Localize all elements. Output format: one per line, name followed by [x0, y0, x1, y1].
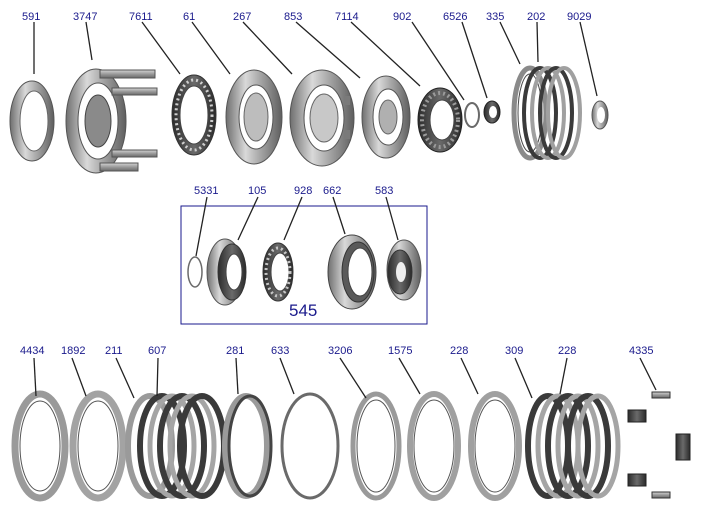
label-211: 211 — [105, 345, 123, 357]
part-9029 — [591, 100, 609, 130]
label-902: 902 — [393, 11, 411, 23]
label-7114: 7114 — [335, 11, 359, 23]
label-9029: 9029 — [567, 11, 591, 23]
part-7114 — [417, 87, 463, 153]
label-6526: 6526 — [443, 11, 467, 23]
label-4434: 4434 — [20, 345, 44, 357]
part-902 — [464, 102, 480, 128]
part-6526 — [483, 100, 501, 124]
part-1575 — [407, 391, 461, 501]
label-591: 591 — [22, 11, 40, 23]
label-3747: 3747 — [73, 11, 97, 23]
label-583: 583 — [375, 185, 393, 197]
part-4335 — [627, 391, 691, 499]
part-928 — [262, 242, 294, 302]
part-281 — [222, 393, 273, 499]
label-1892: 1892 — [61, 345, 85, 357]
part-202 — [522, 66, 582, 160]
part-607 — [137, 393, 227, 499]
label-853: 853 — [284, 11, 302, 23]
part-7611 — [171, 74, 217, 156]
part-61 — [225, 69, 283, 165]
part-3206 — [350, 391, 402, 501]
label-1575: 1575 — [388, 345, 412, 357]
part-228-b — [535, 393, 621, 499]
label-202: 202 — [527, 11, 545, 23]
part-662 — [327, 234, 377, 310]
group-box-545 — [180, 205, 428, 325]
label-4335: 4335 — [629, 345, 653, 357]
label-662: 662 — [323, 185, 341, 197]
part-853 — [361, 75, 411, 159]
group-label-545: 545 — [289, 301, 317, 320]
label-228-b: 228 — [558, 345, 576, 357]
label-281: 281 — [226, 345, 244, 357]
part-4434 — [11, 390, 69, 502]
label-228-a: 228 — [450, 345, 468, 357]
label-607: 607 — [148, 345, 166, 357]
label-309: 309 — [505, 345, 523, 357]
label-5331: 5331 — [194, 185, 218, 197]
label-267: 267 — [233, 11, 251, 23]
part-3747 — [65, 68, 158, 174]
part-105 — [206, 238, 247, 306]
label-105: 105 — [248, 185, 266, 197]
label-928: 928 — [294, 185, 312, 197]
part-1892 — [69, 390, 127, 502]
part-5331 — [187, 256, 203, 288]
part-228-a — [468, 391, 522, 501]
part-583 — [386, 239, 422, 301]
label-633: 633 — [271, 345, 289, 357]
label-61: 61 — [183, 11, 195, 23]
part-267 — [289, 69, 355, 167]
label-335: 335 — [486, 11, 504, 23]
label-3206: 3206 — [328, 345, 352, 357]
part-591 — [9, 80, 55, 162]
label-7611: 7611 — [129, 11, 153, 23]
part-633 — [280, 392, 340, 500]
